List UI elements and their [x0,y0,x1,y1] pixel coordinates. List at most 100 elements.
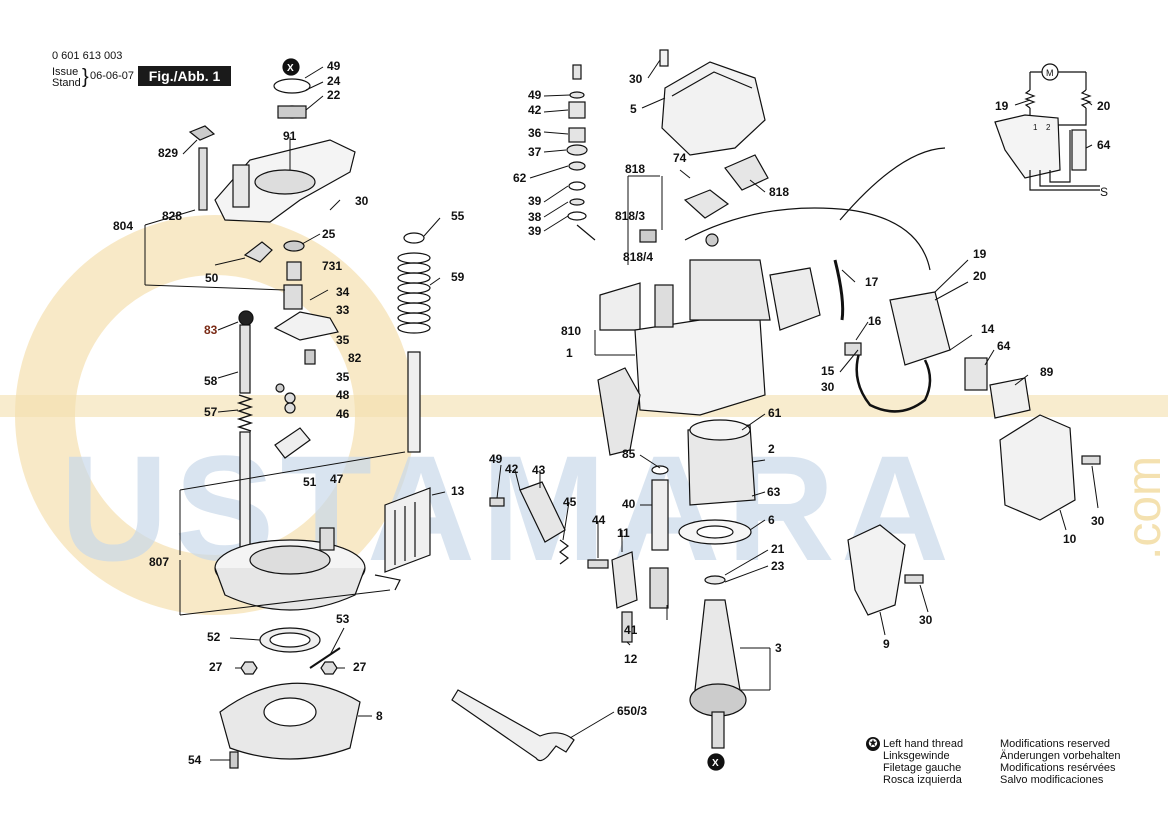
callout-16: 16 [868,314,882,328]
callout-74: 74 [673,151,687,165]
callout-21: 21 [771,542,785,556]
callout-43: 43 [532,463,546,477]
callout-35a: 35 [336,333,350,347]
ball-83-part [238,310,254,326]
callout-40: 40 [622,497,636,511]
callout-53: 53 [336,612,350,626]
left-assembly [188,58,431,769]
x-marker-bottom-label: X [712,758,719,769]
lever-part [273,311,339,341]
callout-30a: 30 [355,194,369,208]
callout-30b: 30 [629,72,643,86]
pin-label-1: 1 [1033,123,1038,132]
spring-59-part [397,252,431,334]
callout-89: 89 [1040,365,1054,379]
callout-59: 59 [451,270,465,284]
callout-85: 85 [622,447,636,461]
callout-38: 38 [528,210,542,224]
tail-glyph: S [1100,185,1108,199]
legend-right-line: Modifications reserved [1000,738,1111,750]
callout-42b: 42 [505,462,519,476]
callout-58: 58 [204,374,218,388]
small-parts-group [489,465,669,643]
callout-83: 83 [204,323,218,337]
callout-33: 33 [336,303,350,317]
issue-label: Issue [52,66,79,78]
switch-symbol [994,114,1061,179]
bearing-cap-part [273,78,311,94]
callout-13: 13 [451,484,465,498]
rod-828-part [198,147,208,211]
callout-62: 62 [513,171,527,185]
wrench-650-3-part [451,689,575,762]
callout-49c: 49 [489,452,503,466]
callout-36: 36 [528,126,542,140]
watermark-text: USTAMARA [60,424,955,592]
housing-1-part [597,259,821,456]
callout-30d: 30 [1091,514,1105,528]
callout-64b: 64 [1097,138,1111,152]
legend-left-line: Rosca izquierda [883,774,962,786]
callout-42a: 42 [528,103,542,117]
callout-20a: 20 [973,269,987,283]
callout-27a: 27 [209,660,223,674]
callout-48: 48 [336,388,350,402]
callout-828: 828 [162,209,182,223]
motor-group [678,419,756,771]
callout-1: 1 [566,346,573,360]
leader-lines [144,59,1099,761]
spring-57-part [236,394,254,432]
handles-group [847,414,1101,616]
callout-818a: 818 [625,162,645,176]
center-stack [566,64,596,241]
callout-9: 9 [883,637,890,651]
knob-part [243,241,273,263]
brush-holder-group [639,154,769,247]
callout-3: 3 [775,641,782,655]
callout-24: 24 [327,74,341,88]
handle-9-part [847,524,906,616]
callout-19b: 19 [995,99,1009,113]
motor-label: M [1046,68,1054,78]
x-marker-bottom [707,753,725,771]
callout-17: 17 [865,275,879,289]
callout-14: 14 [981,322,995,336]
callout-61: 61 [768,406,782,420]
callout-19a: 19 [973,247,987,261]
callout-55: 55 [451,209,465,223]
guide-13-part [384,487,431,573]
callout-11: 11 [617,526,630,540]
callout-8183: 818/3 [615,209,645,223]
callout-829: 829 [158,146,178,160]
callout-39b: 39 [528,224,542,238]
legend-left: Left hand thread Linksgewinde Filetage g… [883,738,963,786]
callout-49b: 49 [528,88,542,102]
callout-50: 50 [205,271,219,285]
legend-right-line: Salvo modificaciones [1000,774,1104,786]
callout-2: 2 [768,442,775,456]
callout-818b: 818 [769,185,789,199]
callout-8: 8 [376,709,383,723]
callout-57: 57 [204,405,218,419]
callout-30e: 30 [919,613,933,627]
callout-810: 810 [561,324,581,338]
rod-part [407,351,421,453]
callout-63: 63 [767,485,781,499]
callout-6: 6 [768,513,775,527]
armature-3-part [694,599,741,691]
callout-27b: 27 [353,660,367,674]
callout-12: 12 [624,652,638,666]
callout-807: 807 [149,555,169,569]
callout-82: 82 [348,351,362,365]
stand-label: Stand [52,77,81,89]
legend-left-line: Linksgewinde [883,750,950,762]
handle-10-part [999,414,1076,521]
callout-15: 15 [821,364,835,378]
rod-58-part [239,324,251,394]
watermark: USTAMARA .com [0,215,1168,615]
x-marker-top-label: X [287,63,294,74]
callout-54: 54 [188,753,202,767]
callout-47: 47 [330,472,344,486]
